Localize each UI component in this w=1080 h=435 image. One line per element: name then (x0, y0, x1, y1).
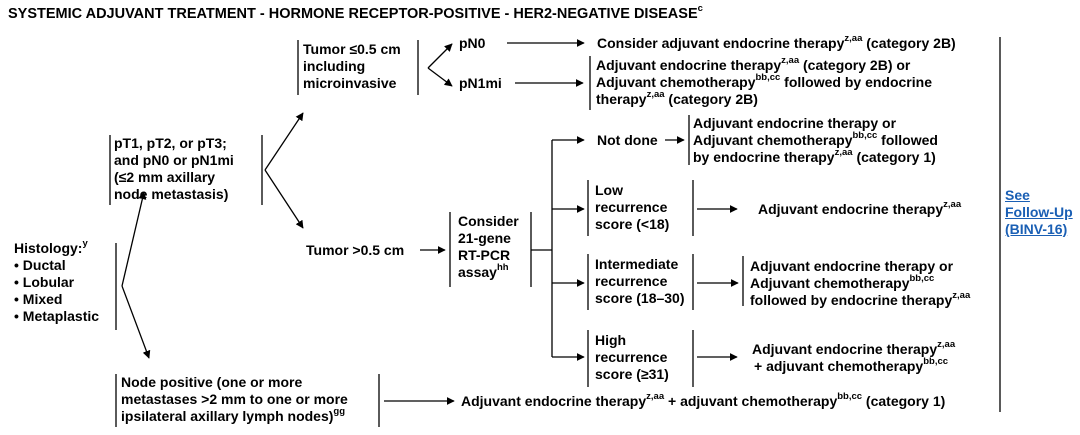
output-low: Adjuvant endocrine therapyz,aa (758, 199, 962, 217)
histology-label: Histology:y (14, 238, 88, 256)
follow-up-link-block[interactable]: See Follow-Up (BINV-16) (1005, 187, 1073, 238)
small-tumor-box: Tumor ≤0.5 cm including microinvasive (303, 41, 401, 91)
follow-up-link-see[interactable]: See (1005, 187, 1030, 203)
output-intermediate: Adjuvant endocrine therapy or Adjuvant c… (750, 258, 971, 308)
pn1mi-label: pN1mi (459, 75, 502, 91)
output-node-positive: Adjuvant endocrine therapyz,aa + adjuvan… (461, 391, 946, 409)
output-pn0: Consider adjuvant endocrine therapyz,aa … (597, 33, 956, 51)
arrow-to-pt (121, 191, 147, 287)
arrow-to-large (264, 169, 304, 229)
pt-stage-box: pT1, pT2, or pT3; and pN0 or pN1mi (≤2 m… (114, 135, 234, 202)
histology-block: Histology:y • Ductal • Lobular • Mixed •… (14, 238, 100, 325)
histology-item: • Ductal (14, 257, 66, 273)
arrow-to-small (264, 112, 304, 171)
consider-assay-box: Consider 21-gene RT-PCR assayhh (458, 213, 519, 280)
arrow-to-pn0 (427, 43, 453, 69)
follow-up-link-title[interactable]: Follow-Up (1005, 204, 1073, 220)
follow-up-link-ref[interactable]: (BINV-16) (1005, 221, 1068, 237)
histology-item: • Metaplastic (14, 308, 100, 324)
arrow-to-node (121, 285, 151, 359)
pn0-label: pN0 (459, 35, 486, 51)
output-not-done: Adjuvant endocrine therapy or Adjuvant c… (693, 115, 938, 165)
large-tumor-label: Tumor >0.5 cm (306, 242, 405, 258)
output-high: Adjuvant endocrine therapyz,aa + adjuvan… (752, 339, 956, 374)
page-title: SYSTEMIC ADJUVANT TREATMENT - HORMONE RE… (8, 3, 703, 22)
histology-item: • Lobular (14, 274, 75, 290)
histology-item: • Mixed (14, 291, 63, 307)
node-positive-box: Node positive (one or more metastases >2… (121, 374, 348, 424)
output-pn1mi: Adjuvant endocrine therapyz,aa (category… (596, 55, 932, 107)
arrow-to-pn1mi (427, 67, 453, 87)
not-done-label: Not done (597, 132, 658, 148)
